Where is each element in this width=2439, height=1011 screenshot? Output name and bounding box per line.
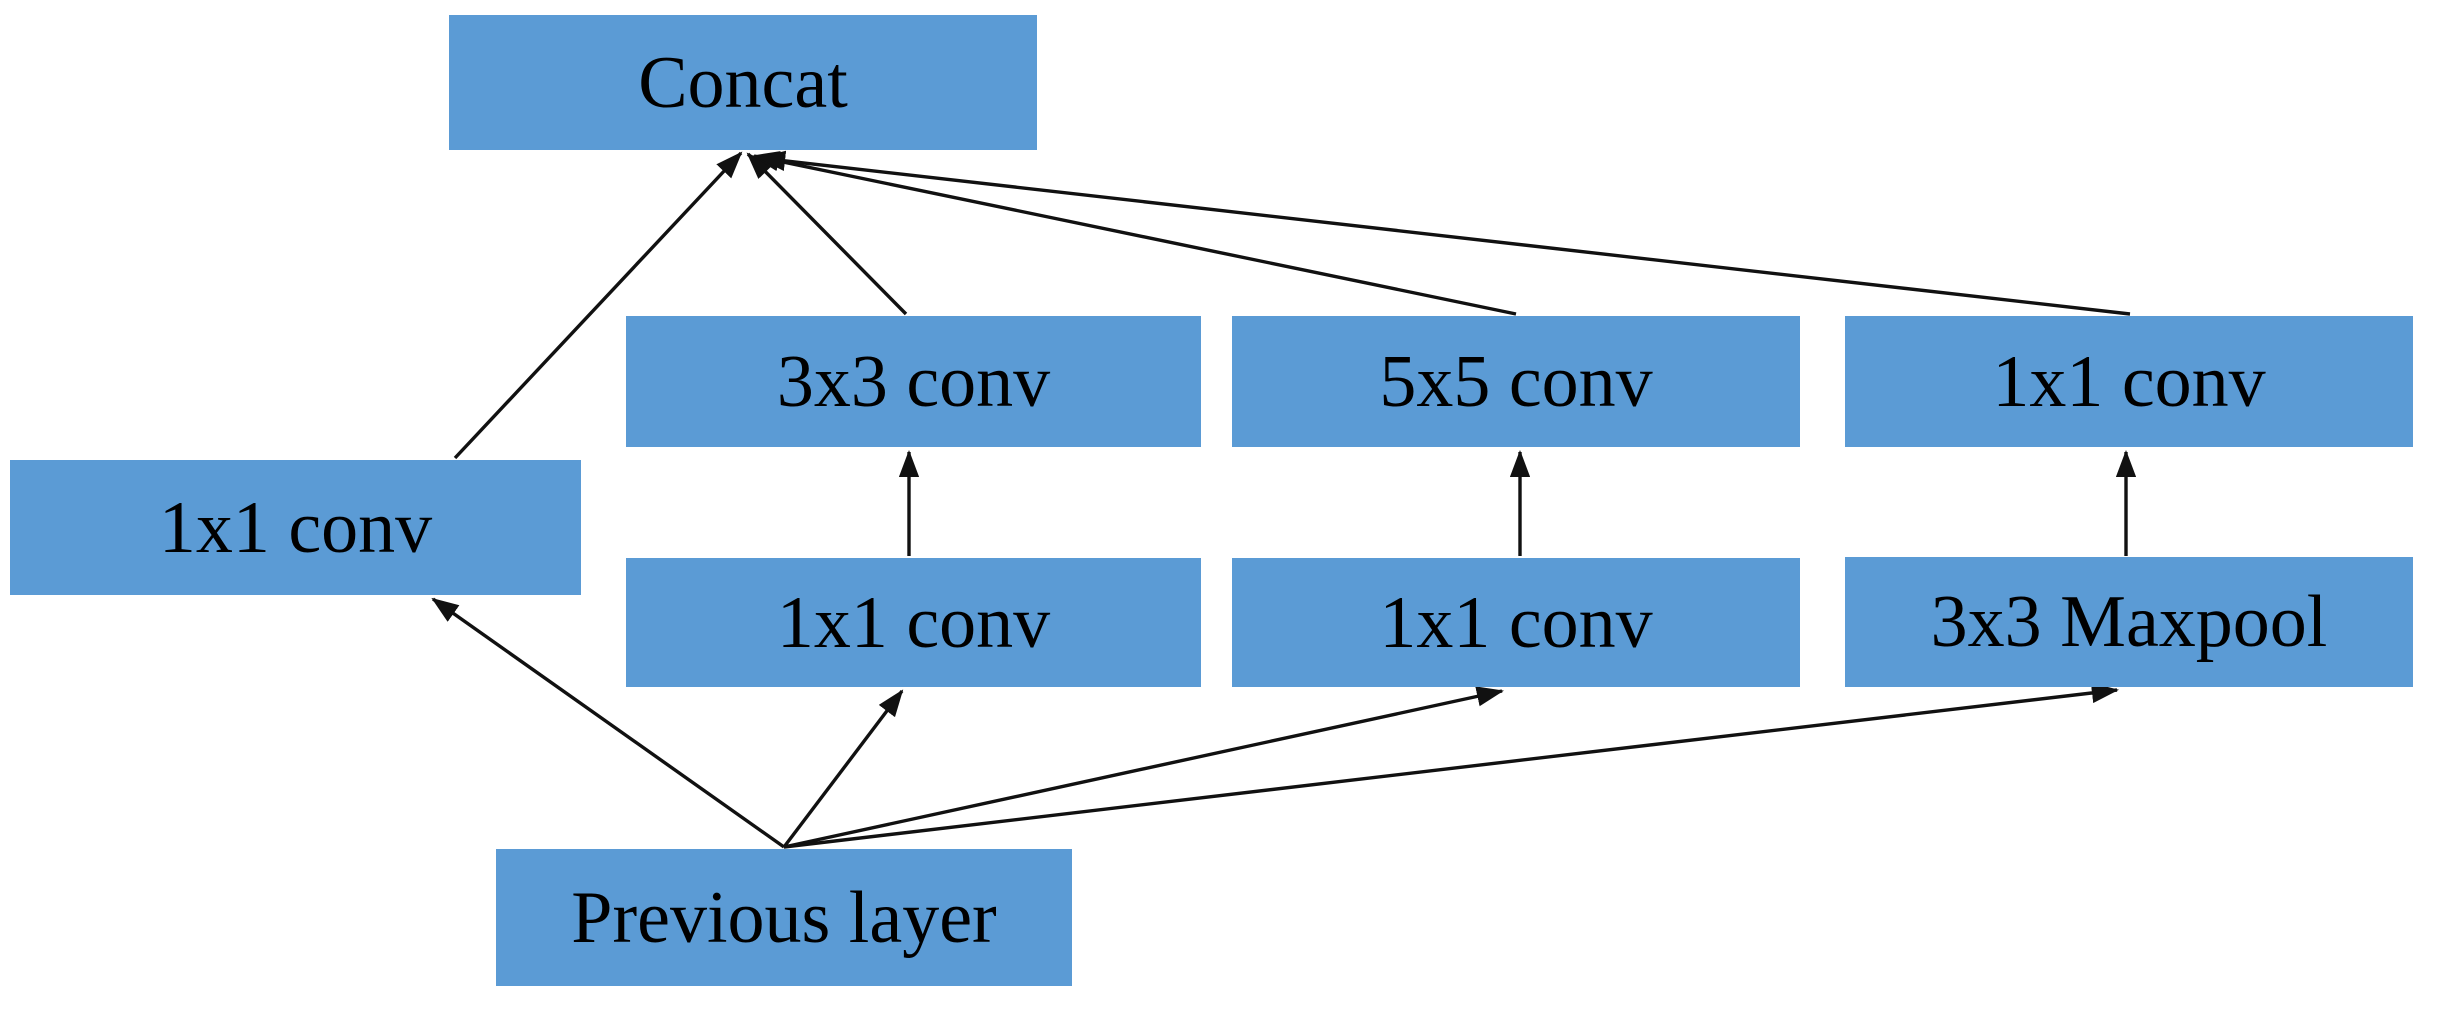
node-conv-1x1-right: 1x1 conv [1845, 316, 2413, 447]
node-previous-layer: Previous layer [496, 849, 1072, 986]
arrow-conv5x5-to-concat [752, 151, 1517, 316]
arrow-previous-to-conv1x1-mid-right [783, 686, 1504, 849]
node-conv-3x3: 3x3 conv [626, 316, 1201, 447]
node-conv-1x1-mid-left: 1x1 conv [626, 558, 1201, 687]
node-conv-1x1-left-label: 1x1 conv [158, 486, 433, 569]
arrow-conv3x3-to-concat [746, 152, 908, 316]
node-conv-1x1-mid-right: 1x1 conv [1232, 558, 1800, 687]
node-maxpool-3x3: 3x3 Maxpool [1845, 557, 2413, 687]
arrow-conv1x1-right-to-concat [757, 150, 2131, 316]
node-concat-label: Concat [638, 41, 848, 124]
node-conv-3x3-label: 3x3 conv [776, 340, 1051, 423]
node-previous-layer-label: Previous layer [571, 876, 997, 959]
arrow-previous-to-conv1x1-mid-left [782, 689, 904, 849]
node-conv-1x1-left: 1x1 conv [10, 460, 581, 595]
arrow-previous-to-maxpool [783, 682, 2120, 849]
node-conv-1x1-mid-left-label: 1x1 conv [776, 581, 1051, 664]
node-concat: Concat [449, 15, 1037, 150]
node-conv-5x5: 5x5 conv [1232, 316, 1800, 447]
node-maxpool-3x3-label: 3x3 Maxpool [1930, 581, 2328, 663]
node-conv-5x5-label: 5x5 conv [1379, 340, 1653, 423]
node-conv-1x1-right-label: 1x1 conv [1992, 340, 2266, 423]
node-conv-1x1-mid-right-label: 1x1 conv [1379, 581, 1653, 664]
